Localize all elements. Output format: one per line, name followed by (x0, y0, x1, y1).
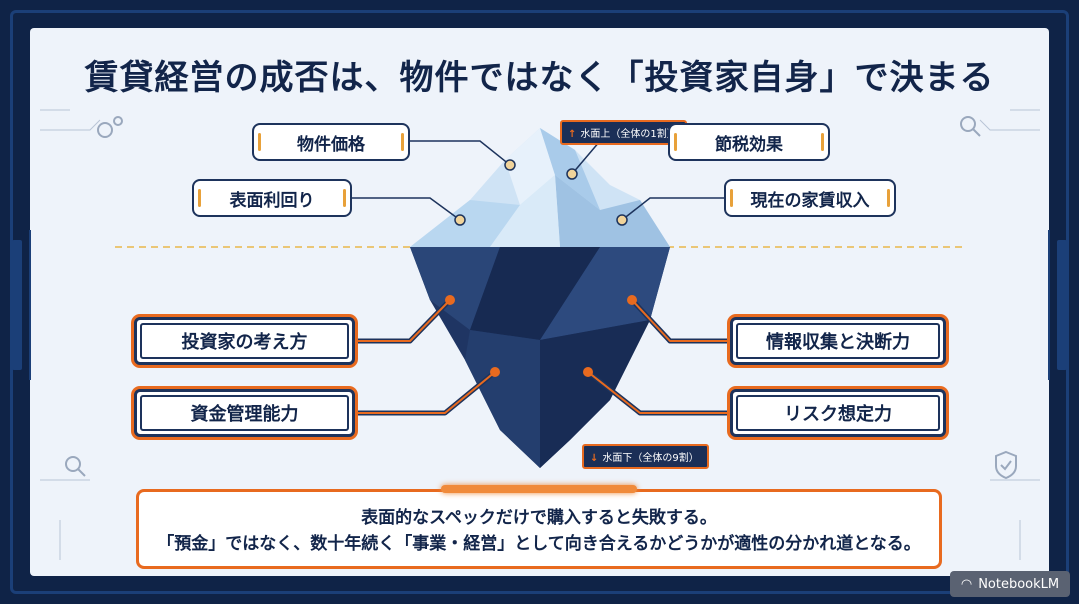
iceberg-top (410, 128, 670, 247)
point-bukken-kakaku (504, 159, 516, 171)
label-bukken-kakaku: 物件価格 (252, 123, 410, 161)
label-toshika-kangaekata: 投資家の考え方 (134, 317, 355, 365)
above-water-tag: ↑水面上（全体の1割） (560, 120, 687, 145)
arrow-down-icon: ↓ (590, 453, 599, 464)
slide-title: 賃貸経営の成否は、物件ではなく「投資家自身」で決まる (84, 58, 995, 98)
outer-frame (10, 10, 1069, 594)
gear-icon (97, 116, 123, 138)
point-shikin (490, 367, 500, 377)
label-setsuzei-koka: 節税効果 (668, 123, 830, 161)
summary-message: 表面的なスペックだけで購入すると失敗する。 「預金」ではなく、数十年続く「事業・… (136, 489, 942, 569)
label-risk-sotei: リスク想定力 (730, 389, 946, 437)
summary-highlight-bar (441, 485, 637, 493)
notebooklm-watermark: ◠NotebookLM (950, 571, 1070, 597)
notebooklm-logo-icon: ◠ (960, 576, 973, 592)
below-water-tag: ↓水面下（全体の9割） (582, 444, 709, 469)
search-icon (65, 116, 981, 477)
point-setsuzei (566, 168, 578, 180)
summary-line-1: 表面的なスペックだけで購入すると失敗する。 (361, 508, 717, 528)
label-joho-shushu: 情報収集と決断力 (730, 317, 946, 365)
shield-check-icon (995, 450, 1017, 480)
point-hyomen-rimawari (454, 214, 466, 226)
summary-line-2: 「預金」ではなく、数十年続く「事業・経営」として向き合えるかどうかが適性の分かれ… (157, 534, 921, 554)
point-kangaekata (445, 295, 455, 305)
label-genzai-yachin: 現在の家賃収入 (724, 179, 896, 217)
iceberg-bottom (410, 247, 670, 468)
point-yachin (616, 214, 628, 226)
arrow-up-icon: ↑ (568, 129, 577, 140)
label-shikin-kanri: 資金管理能力 (134, 389, 355, 437)
point-joho (627, 295, 637, 305)
point-risk (583, 367, 593, 377)
label-hyomen-rimawari: 表面利回り (192, 179, 352, 217)
